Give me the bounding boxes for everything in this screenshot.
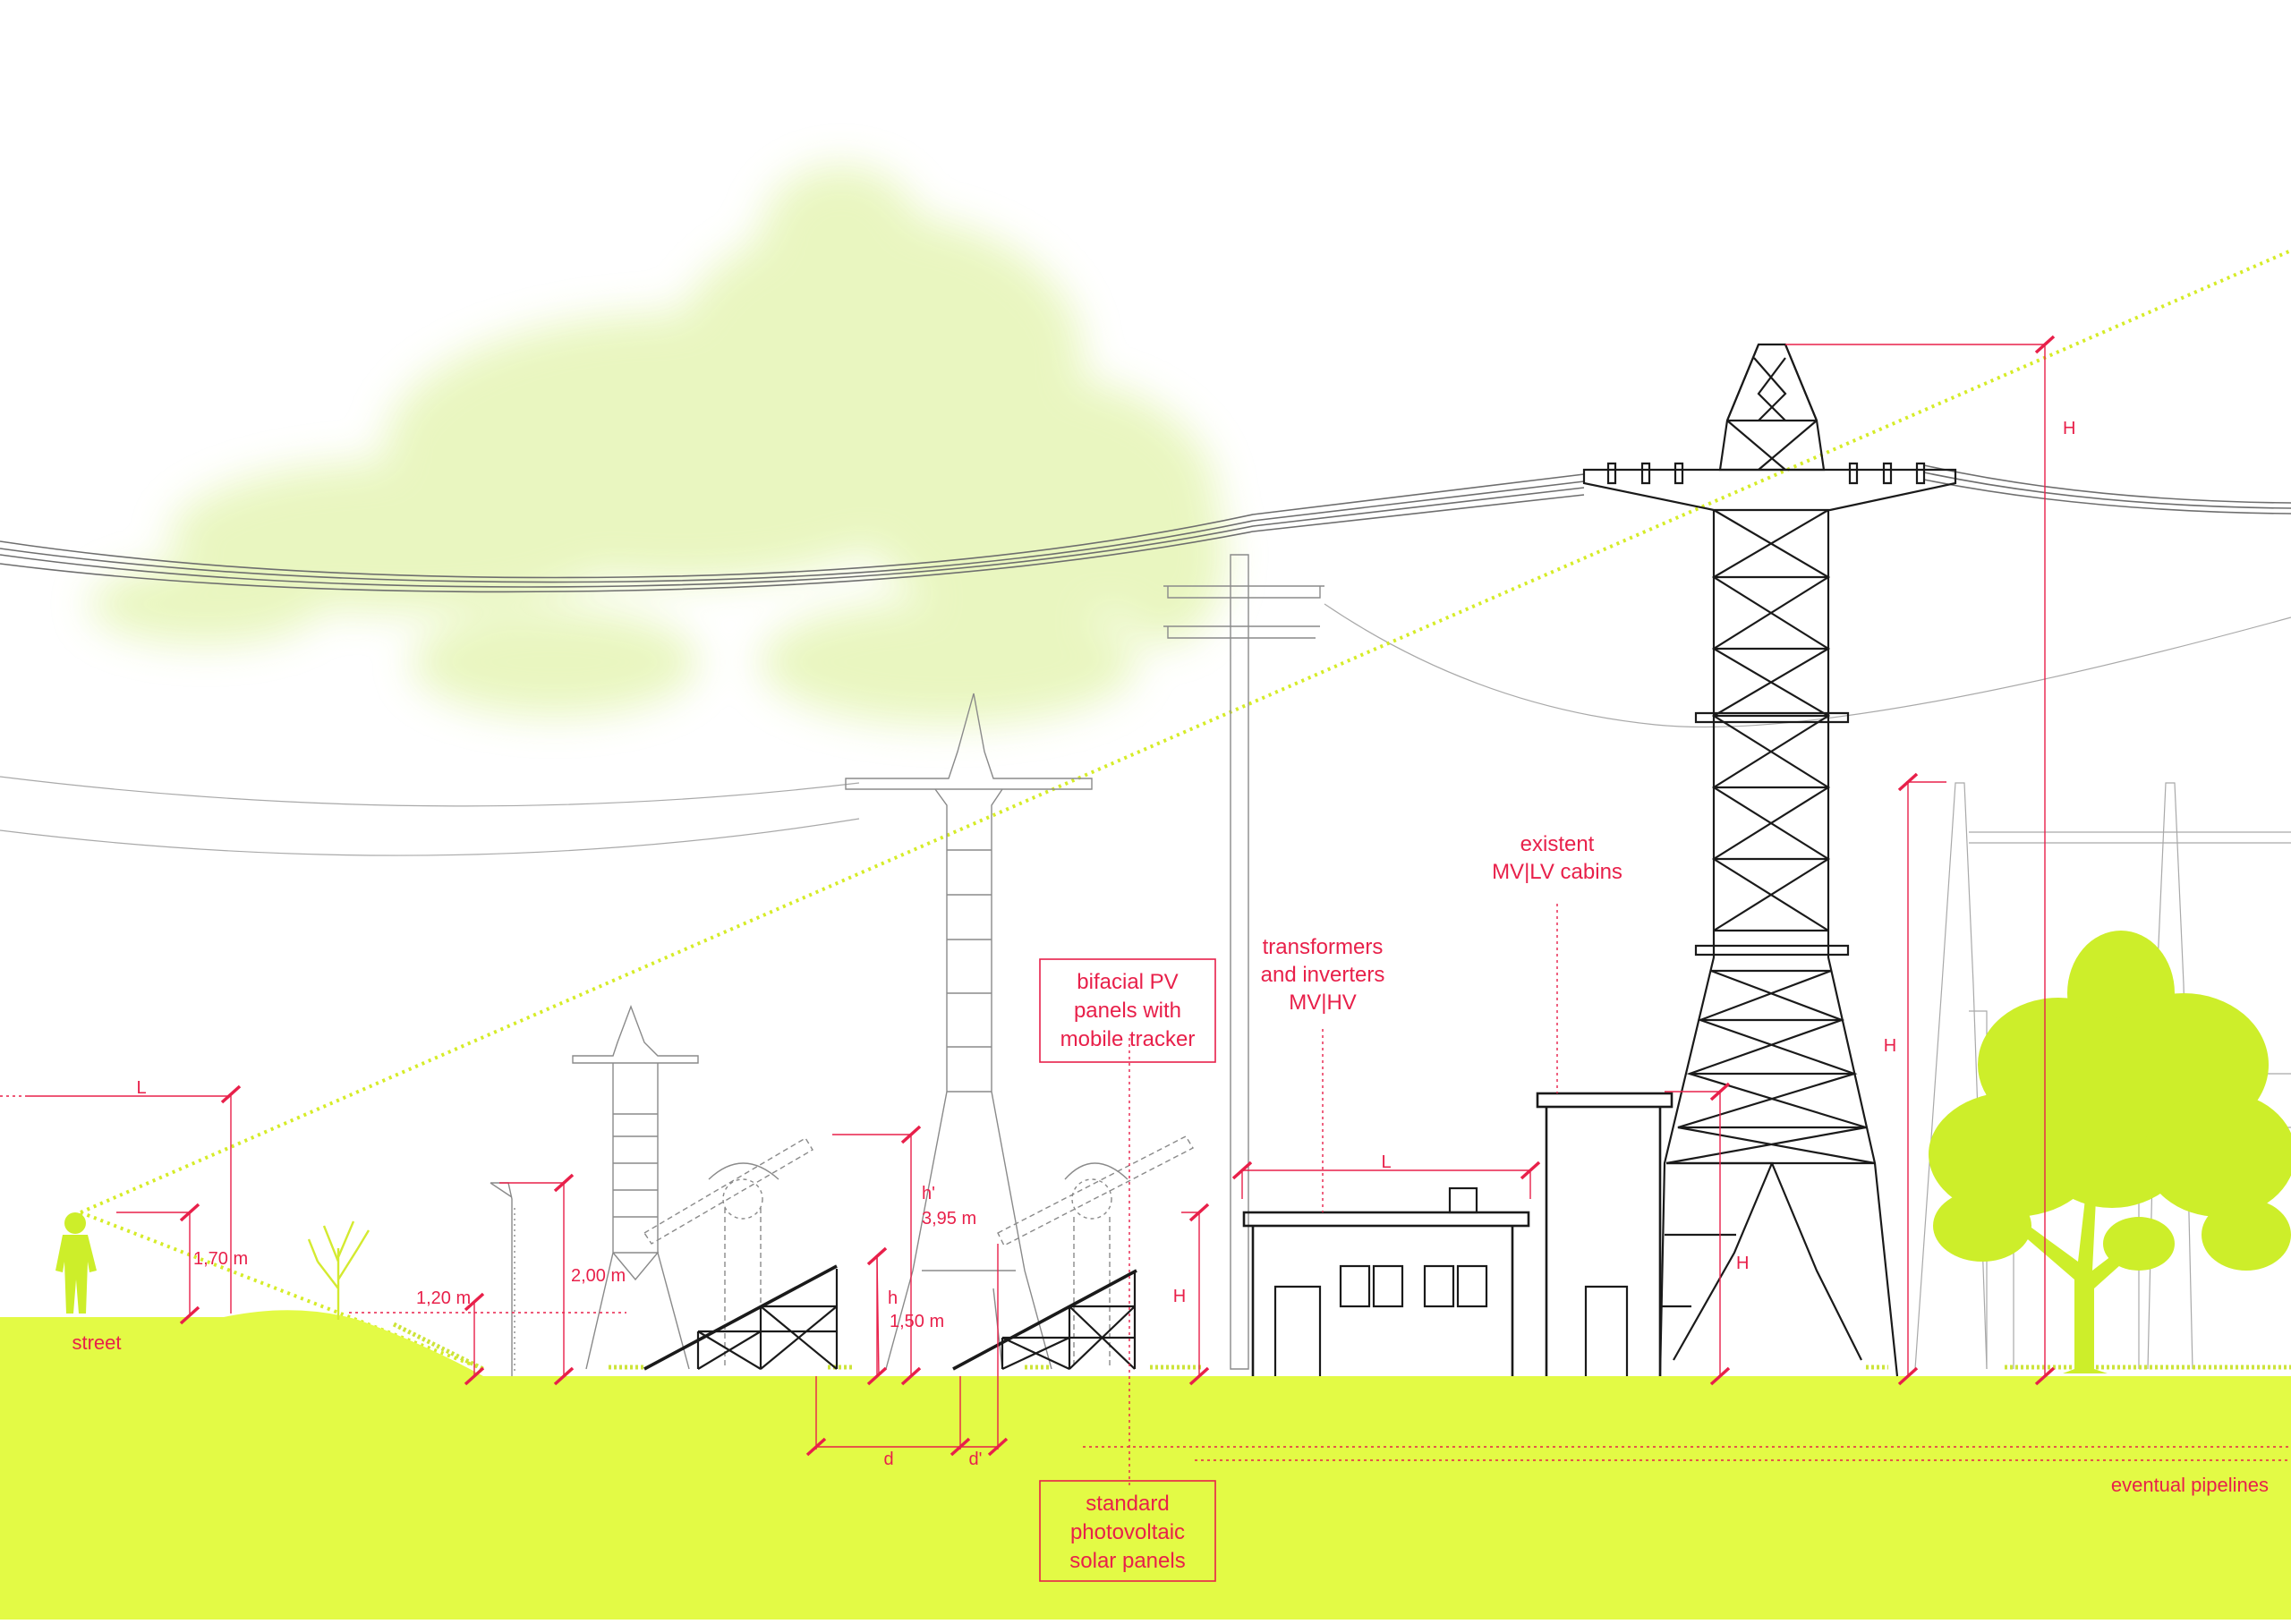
power-lines	[0, 464, 2291, 856]
bifacial-label-box	[1039, 958, 1216, 1063]
label-bifacial-2: panels with	[1074, 999, 1181, 1023]
tall-utility-pole	[1163, 554, 1324, 1370]
dim-L-building: L	[1381, 1152, 1391, 1172]
grass-dashes	[392, 1322, 2291, 1372]
text-labels: street bifacial PV panels with mobile tr…	[72, 419, 2269, 1573]
dim-H-cabin: H	[1736, 1254, 1749, 1273]
person-silhouette-icon	[55, 1212, 97, 1314]
label-street: street	[72, 1331, 121, 1354]
small-pylon	[572, 1005, 699, 1370]
label-transformers-1: transformers	[1263, 935, 1384, 959]
label-standard-2: photovoltaic	[1070, 1520, 1185, 1544]
medium-pylon	[845, 693, 1093, 1370]
label-existent-1: existent	[1520, 832, 1595, 856]
dim-H-tree: H	[1884, 1036, 1896, 1056]
lamp-post	[490, 1182, 515, 1376]
cloud	[89, 166, 1226, 725]
sun-angle-lines	[80, 249, 2291, 1371]
tracker-panels	[643, 1135, 1194, 1367]
dim-h-prime-value: 3,95 m	[922, 1209, 976, 1229]
dimension-ticks	[179, 335, 2056, 1457]
label-standard-1: standard	[1086, 1492, 1169, 1516]
label-boxes	[1039, 958, 1216, 1582]
dimension-lines	[0, 344, 2046, 1485]
label-bifacial-3: mobile tracker	[1060, 1027, 1196, 1051]
dim-H-tracker: H	[1173, 1287, 1186, 1306]
dim-person-height: 1,70 m	[193, 1249, 248, 1269]
label-transformers-2: and inverters	[1261, 963, 1385, 987]
dim-d-prime: d'	[969, 1450, 983, 1469]
dim-d: d	[883, 1450, 893, 1469]
bare-tree	[307, 1220, 370, 1320]
dim-h: h	[888, 1288, 898, 1308]
lattice-pylon-icon	[1582, 343, 1957, 1377]
dim-fence-height: 1,20 m	[416, 1288, 471, 1308]
label-transformers-3: MV|HV	[1289, 991, 1357, 1015]
label-bifacial-1: bifacial PV	[1077, 970, 1178, 994]
label-existent-2: MV|LV cabins	[1492, 860, 1622, 884]
dim-h-value: 1,50 m	[890, 1312, 944, 1331]
mv-lv-cabin	[1536, 1092, 1674, 1376]
dim-h-prime: h'	[922, 1184, 935, 1203]
label-pipelines: eventual pipelines	[2111, 1474, 2269, 1496]
dim-H-pylon: H	[2063, 419, 2075, 438]
fixed-pv-panels	[643, 1264, 1137, 1371]
pipelines	[1083, 1446, 2291, 1461]
dim-pole-height: 2,00 m	[571, 1266, 626, 1286]
ground	[0, 1310, 2291, 1620]
transformer-building	[1242, 1186, 1530, 1376]
label-standard-3: solar panels	[1069, 1549, 1185, 1573]
dim-L-street: L	[136, 1078, 146, 1098]
standard-label-box	[1039, 1480, 1216, 1582]
tree-icon	[1929, 931, 2291, 1373]
